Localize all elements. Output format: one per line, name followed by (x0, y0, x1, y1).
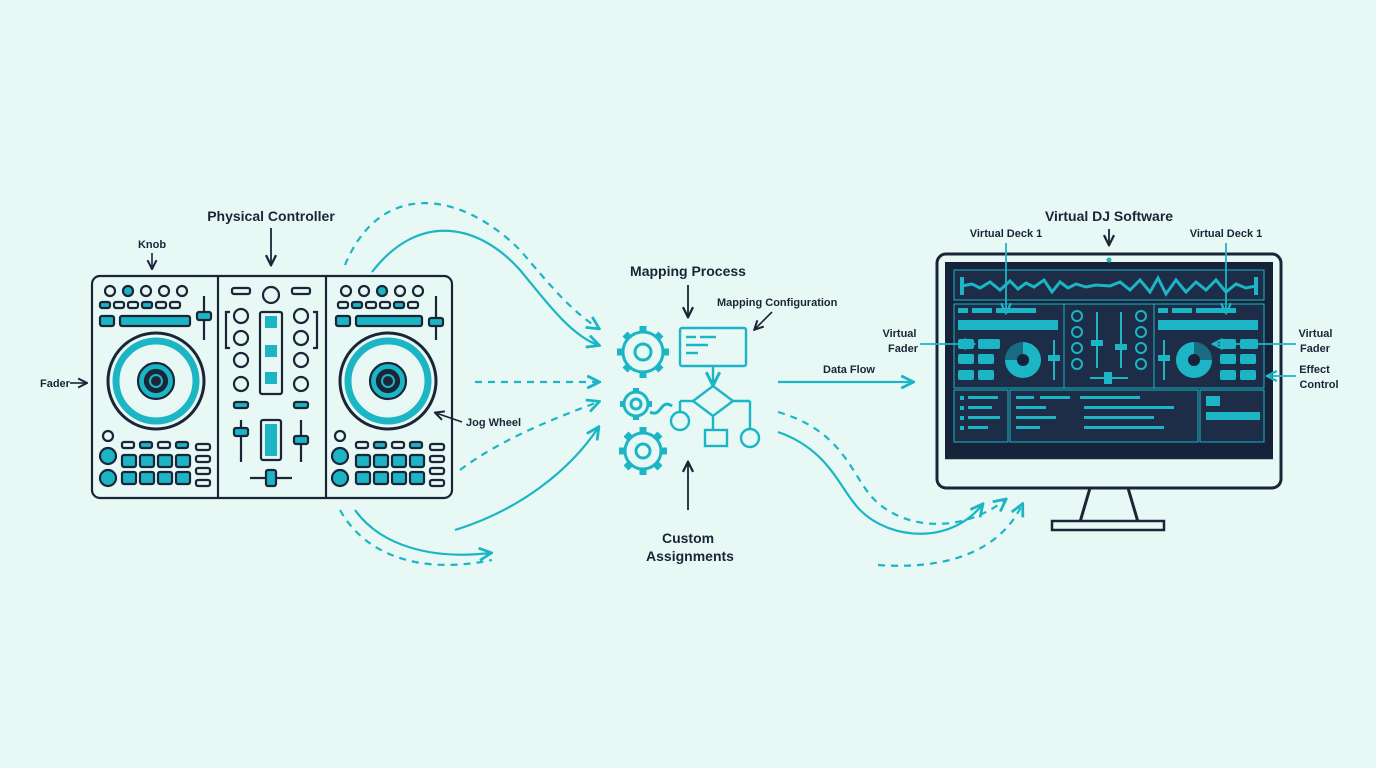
left-deck (98, 284, 213, 488)
right-deck (330, 284, 446, 488)
flowchart-icon (669, 326, 761, 449)
monitor-icon (935, 252, 1283, 532)
gear-icon (619, 427, 667, 475)
jog-wheel-label: Jog Wheel (466, 417, 521, 429)
mapping-configuration-arrow (755, 311, 773, 329)
virtual-fader-left-line1: Virtual (882, 328, 916, 340)
fader-label: Fader (40, 378, 71, 390)
flow-arrows (339, 202, 1022, 567)
dj-controller-icon (90, 274, 454, 500)
controller-labels: Physical Controller Knob Fader Jog Wheel (40, 208, 521, 429)
data-flow-label: Data Flow (823, 364, 875, 376)
effect-control-label: Effect Control (1299, 364, 1338, 391)
custom-assignments-line2: Assignments (646, 548, 734, 564)
physical-controller-label: Physical Controller (207, 208, 335, 224)
software-labels: Virtual DJ Software Virtual Deck 1 Virtu… (882, 208, 1338, 391)
effect-control-line2: Control (1299, 379, 1338, 391)
dj-software-screen (953, 269, 1265, 443)
mapping-process: Mapping Process Mapping Configuration (617, 263, 838, 564)
knob-label: Knob (138, 239, 166, 251)
custom-assignments-label: Custom Assignments (646, 530, 734, 564)
gear-icon (617, 326, 669, 378)
mapping-process-label: Mapping Process (630, 263, 746, 279)
virtual-fader-right-line1: Virtual (1298, 328, 1332, 340)
virtual-fader-right-label: Virtual Fader (1298, 328, 1335, 355)
virtual-deck-left-label: Virtual Deck 1 (970, 228, 1043, 240)
custom-assignments-line1: Custom (662, 530, 714, 546)
jog-wheel-arrow (436, 413, 463, 423)
virtual-fader-right-line2: Fader (1300, 343, 1331, 355)
mapping-configuration-label: Mapping Configuration (717, 297, 838, 309)
virtual-dj-software-label: Virtual DJ Software (1045, 208, 1173, 224)
virtual-fader-left-label: Virtual Fader (882, 328, 919, 355)
virtual-fader-left-line2: Fader (888, 343, 919, 355)
mixer-section (224, 285, 319, 488)
virtual-deck-right-label: Virtual Deck 1 (1190, 228, 1263, 240)
gear-icon (620, 388, 673, 420)
effect-control-line1: Effect (1299, 364, 1330, 376)
